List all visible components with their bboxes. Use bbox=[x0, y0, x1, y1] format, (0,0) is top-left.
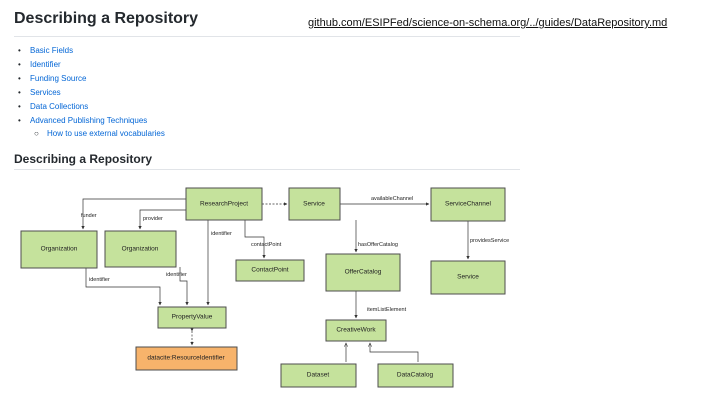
edge-label-funder: funder bbox=[81, 213, 97, 219]
toc-item-advanced-publishing[interactable]: • Advanced Publishing Techniques bbox=[14, 114, 165, 128]
toc-item-services[interactable]: • Services bbox=[14, 86, 165, 100]
node-label: ServiceChannel bbox=[445, 201, 491, 208]
toc-item-label[interactable]: Funding Source bbox=[30, 73, 87, 83]
diagram-edge-labels: funder provider identifier contactPoint … bbox=[81, 196, 509, 313]
edge-label-identifier-org2: identifier bbox=[166, 272, 187, 278]
page-title: Describing a Repository bbox=[14, 10, 199, 27]
bullet-icon: • bbox=[18, 46, 21, 55]
toc-item-label[interactable]: Services bbox=[30, 87, 61, 97]
node-label: datacite:ResourceIdentifier bbox=[147, 355, 225, 362]
edge-provider bbox=[138, 209, 186, 230]
edge-datacatalog-subclass bbox=[370, 343, 419, 362]
node-service-channel[interactable]: ServiceChannel bbox=[430, 187, 506, 222]
node-dataset[interactable]: Dataset bbox=[280, 363, 357, 388]
toc-item-external-vocabularies[interactable]: ○ How to use external vocabularies bbox=[14, 127, 165, 141]
node-label: ContactPoint bbox=[251, 267, 288, 274]
toc-item-label[interactable]: Basic Fields bbox=[30, 46, 74, 55]
edge-label-item-list-element: itemListElement bbox=[367, 307, 407, 313]
node-contact-point[interactable]: ContactPoint bbox=[235, 259, 305, 282]
node-label: Organization bbox=[41, 246, 78, 253]
node-label: DataCatalog bbox=[397, 372, 434, 379]
toc-item-identifier[interactable]: • Identifier bbox=[14, 58, 165, 72]
bullet-icon: • bbox=[18, 59, 21, 69]
source-url-link[interactable]: github.com/ESIPFed/science-on-schema.org… bbox=[308, 17, 668, 29]
edge-label-provider: provider bbox=[143, 216, 163, 222]
node-datacite-resource-identifier[interactable]: datacite:ResourceIdentifier bbox=[135, 346, 238, 371]
edge-contact-point bbox=[244, 220, 266, 259]
bullet-icon: • bbox=[18, 87, 21, 97]
node-label: Organization bbox=[122, 246, 159, 253]
node-service-provided[interactable]: Service bbox=[430, 260, 506, 295]
bullet-icon: • bbox=[18, 73, 21, 83]
edge-identifier-org1 bbox=[85, 268, 162, 306]
toc-item-funding-source[interactable]: • Funding Source bbox=[14, 72, 165, 86]
bullet-icon: • bbox=[18, 115, 21, 125]
section-title: Describing a Repository bbox=[14, 152, 153, 166]
edge-label-identifier-rp: identifier bbox=[211, 231, 232, 237]
node-creative-work[interactable]: CreativeWork bbox=[325, 319, 387, 342]
toc-item-label[interactable]: Identifier bbox=[30, 59, 61, 69]
edge-label-identifier-org1: identifier bbox=[89, 277, 110, 283]
node-property-value[interactable]: PropertyValue bbox=[157, 306, 227, 329]
toc-item-label[interactable]: Advanced Publishing Techniques bbox=[30, 115, 148, 125]
node-label: Service bbox=[457, 274, 479, 281]
toc-item-basic-fields[interactable]: • Basic Fields bbox=[14, 44, 165, 58]
bullet-icon: • bbox=[18, 101, 21, 111]
edge-label-contact-point: contactPoint bbox=[251, 242, 282, 248]
node-organization-funder[interactable]: Organization bbox=[20, 230, 98, 269]
node-label: Dataset bbox=[307, 372, 330, 379]
node-data-catalog[interactable]: DataCatalog bbox=[377, 363, 454, 388]
node-label: Service bbox=[303, 201, 325, 208]
node-research-project[interactable]: ResearchProject bbox=[185, 187, 263, 221]
title-divider bbox=[14, 36, 520, 37]
toc-item-label[interactable]: Data Collections bbox=[30, 101, 89, 111]
edge-funder bbox=[81, 198, 186, 230]
section-divider bbox=[14, 169, 520, 170]
node-organization-provider[interactable]: Organization bbox=[104, 230, 177, 268]
node-label: CreativeWork bbox=[336, 327, 376, 334]
circle-bullet-icon: ○ bbox=[34, 129, 39, 139]
diagram-edges bbox=[81, 198, 470, 362]
node-label: ResearchProject bbox=[200, 201, 248, 208]
node-offer-catalog[interactable]: OfferCatalog bbox=[325, 253, 401, 292]
table-of-contents: • Basic Fields • Identifier • Funding Sourc… bbox=[14, 44, 165, 141]
edge-label-provides-service: providesService bbox=[470, 238, 509, 244]
node-label: OfferCatalog bbox=[345, 269, 382, 276]
edge-label-has-offer-catalog: hasOfferCatalog bbox=[358, 242, 398, 248]
edge-label-available-channel: availableChannel bbox=[371, 196, 413, 202]
edge-identifier-org2 bbox=[179, 267, 189, 306]
toc-item-label[interactable]: How to use external vocabularies bbox=[47, 129, 165, 139]
node-service[interactable]: Service bbox=[288, 187, 341, 221]
node-label: PropertyValue bbox=[172, 314, 213, 321]
toc-item-data-collections[interactable]: • Data Collections bbox=[14, 100, 165, 114]
